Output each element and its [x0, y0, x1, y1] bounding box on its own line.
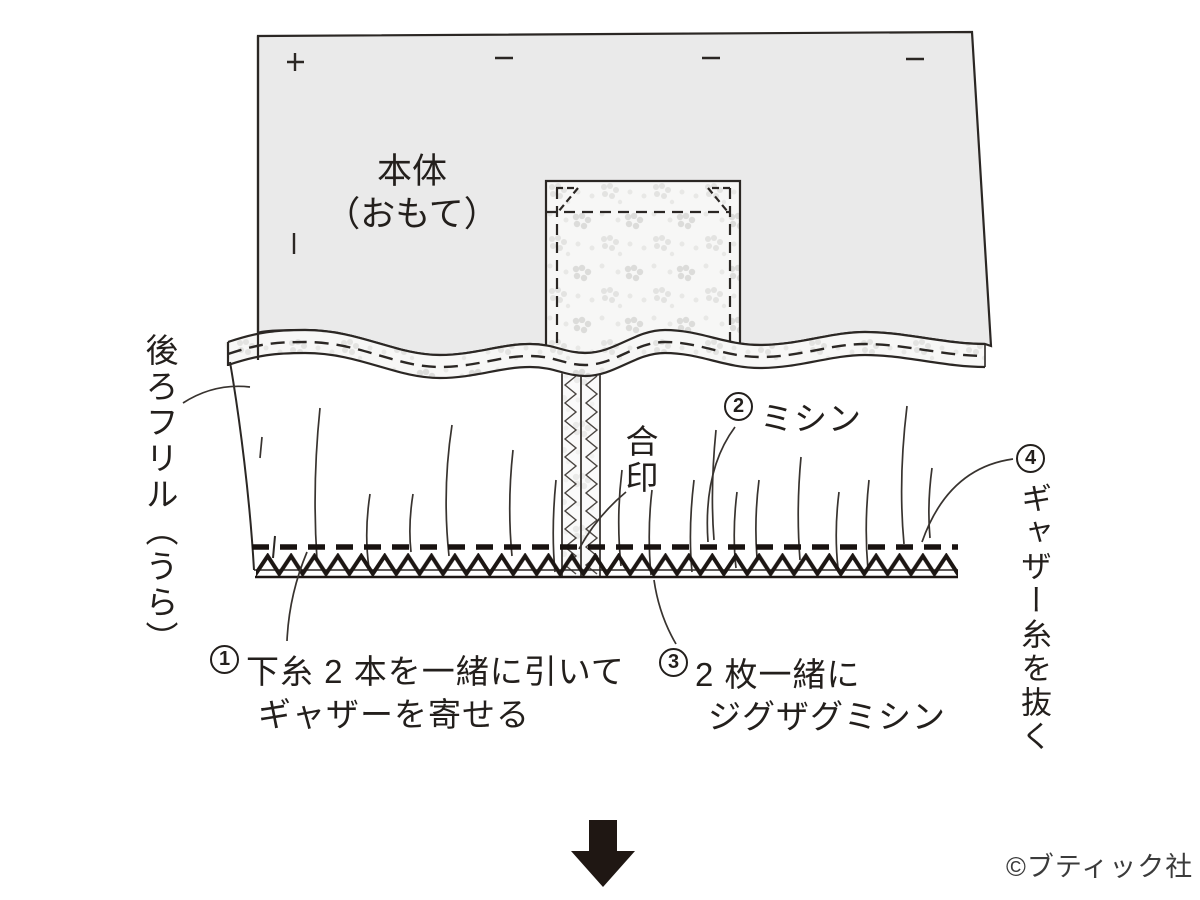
pocket-stitching: [546, 188, 732, 347]
step3-number: 3: [659, 648, 688, 677]
step3-text-line2: ジグザグミシン: [708, 698, 946, 735]
body-notch-marks: [292, 56, 924, 254]
step2-text: ミシン: [760, 400, 862, 437]
pocket: [544, 179, 742, 351]
step1-text-line1: 下糸 2 本を一緒に引いて: [246, 653, 625, 690]
body-label-line2: （おもて）: [325, 195, 499, 234]
frill-label: 後ろフリル（うら）: [141, 333, 178, 657]
grainline-plus-mark: [287, 53, 304, 71]
leader-step2: [706, 426, 736, 543]
step1-text-line2: ギャザーを寄せる: [258, 696, 530, 733]
leader-frill-label: [182, 385, 251, 404]
down-arrow: [571, 820, 635, 887]
notch-label: 合印: [621, 424, 658, 496]
step4-label: 4: [1016, 444, 1045, 473]
leader-lines: [182, 385, 1014, 645]
leader-step4: [921, 458, 1014, 543]
step3-text-line1: 2 枚一緒に: [695, 656, 861, 693]
pocket-corner-bartacks: [556, 186, 730, 213]
body-label-line1: 本体: [376, 152, 447, 191]
frill-piece: [228, 353, 985, 578]
step1-label: 1 下糸 2 本を一緒に引いて: [210, 645, 625, 693]
step3-label: 3 2 枚一緒に: [659, 648, 861, 696]
step2-label: 2 ミシン: [724, 392, 862, 440]
step1-number: 1: [210, 645, 239, 674]
seam-allowance-strip: [561, 368, 601, 577]
leader-step1: [286, 551, 308, 642]
leader-notch-label: [578, 491, 627, 550]
zigzag-stitch: [256, 553, 958, 578]
band-seam-stitch: [227, 340, 986, 369]
frill-left-edge: [229, 361, 255, 571]
band-bottom-edge: [227, 351, 986, 380]
strip-zigzag-right: [584, 375, 599, 575]
seam-band: [224, 328, 986, 380]
step2-number: 2: [724, 392, 753, 421]
body-label: 本体 （おもて）: [302, 150, 522, 236]
step4-number: 4: [1016, 444, 1045, 473]
leader-step3: [653, 579, 677, 645]
strip-zigzag-left: [563, 375, 578, 575]
copyright-credit: ©ブティック社: [1006, 852, 1194, 882]
band-top-edge: [227, 328, 986, 357]
step4-text: ギャザー糸を抜く: [1016, 482, 1051, 754]
